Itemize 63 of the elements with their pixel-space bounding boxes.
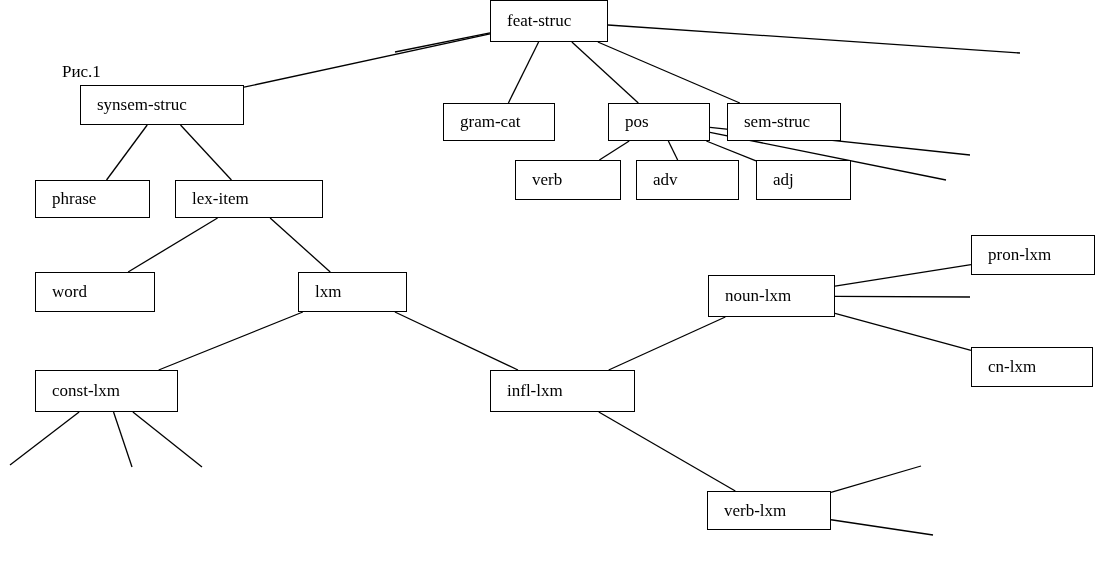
- tree-line: [269, 217, 331, 273]
- type-box: [443, 103, 555, 141]
- type-box: [971, 347, 1093, 387]
- type-name: lxm: [315, 282, 342, 302]
- type-name: sem-struc: [744, 112, 811, 132]
- tree-line: [127, 217, 219, 273]
- type-name: pos: [625, 112, 649, 132]
- type-name: synsem-struc: [97, 95, 187, 115]
- type-box: [708, 275, 835, 317]
- tree-line: [598, 140, 630, 161]
- type-name: pron-lxm: [988, 245, 1052, 265]
- type-name: adv: [653, 170, 678, 190]
- type-name: infl-lxm: [507, 381, 563, 401]
- tree-line: [394, 32, 491, 53]
- type-name: adj: [773, 170, 794, 190]
- type-box: [707, 491, 831, 530]
- tree-line: [507, 41, 540, 104]
- tree-line: [394, 311, 519, 371]
- tree-line: [830, 465, 922, 493]
- tree-line: [243, 33, 491, 88]
- tree-line: [830, 519, 934, 536]
- tree-line: [705, 140, 757, 162]
- type-name: phrase: [52, 189, 97, 209]
- tree-line: [709, 131, 947, 181]
- type-box: [971, 235, 1095, 275]
- type-name: verb: [532, 170, 563, 190]
- tree-line: [179, 124, 233, 181]
- type-box: [756, 160, 851, 200]
- tree-line: [608, 316, 726, 371]
- type-name: const-lxm: [52, 381, 120, 401]
- type-box: [35, 370, 178, 412]
- tree-line: [834, 312, 972, 351]
- figure-label: Рис.1: [62, 62, 101, 82]
- tree-line: [597, 41, 741, 104]
- type-name: feat-struc: [507, 11, 572, 31]
- tree-line: [571, 41, 639, 104]
- type-box: [298, 272, 407, 312]
- tree-line: [9, 411, 80, 466]
- type-box: [35, 272, 155, 312]
- type-name: noun-lxm: [725, 286, 792, 306]
- type-box: [490, 370, 635, 412]
- tree-line: [667, 140, 679, 161]
- tree-line: [834, 295, 971, 298]
- type-box: [80, 85, 244, 125]
- type-box: [636, 160, 739, 200]
- type-box: [515, 160, 621, 200]
- tree-line: [112, 411, 133, 468]
- type-box: [608, 103, 710, 141]
- type-name: verb-lxm: [724, 500, 787, 521]
- tree-line: [834, 264, 972, 287]
- type-box: [35, 180, 150, 218]
- tree-line: [158, 311, 304, 371]
- type-box: [727, 103, 841, 141]
- type-name: cn-lxm: [988, 357, 1037, 377]
- type-name: gram-cat: [460, 112, 521, 132]
- tree-line: [132, 411, 203, 468]
- type-box: [175, 180, 323, 218]
- type-name: word: [52, 282, 87, 302]
- tree-line: [105, 124, 148, 181]
- tree-line: [607, 24, 1021, 54]
- tree-line: [598, 411, 736, 492]
- type-name: lex-item: [192, 189, 249, 209]
- type-box: [490, 0, 608, 42]
